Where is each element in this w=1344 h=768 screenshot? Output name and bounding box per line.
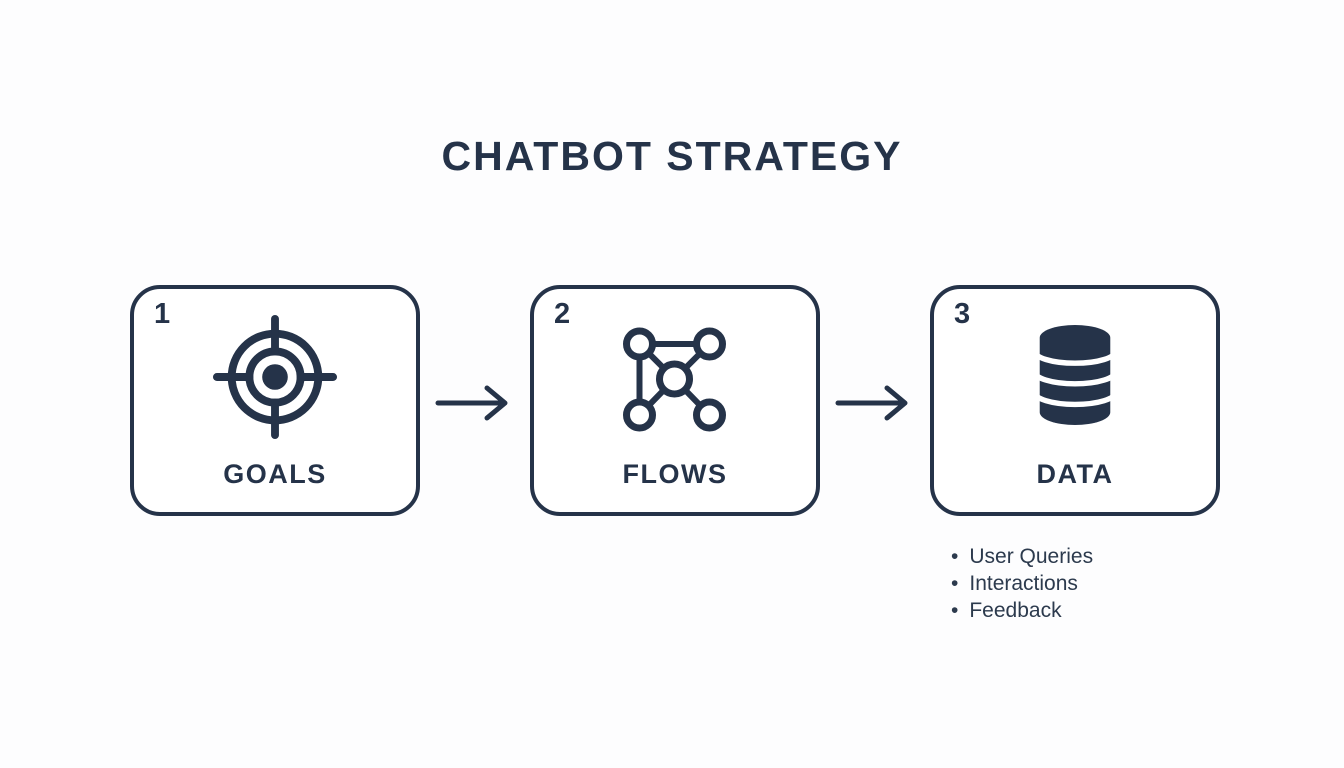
step-card-flows: 2 FLOWS (530, 285, 820, 516)
step-card-goals: 1 GOALS (130, 285, 420, 516)
step-label: FLOWS (622, 459, 728, 489)
arrow-right-icon (835, 381, 915, 430)
bullet-icon: • (951, 599, 959, 622)
bullet-icon: • (951, 545, 959, 568)
bullet-icon: • (951, 572, 959, 595)
step-number: 2 (554, 298, 571, 330)
list-item-label: Feedback (969, 599, 1062, 622)
step-number: 3 (954, 298, 971, 330)
step-label: GOALS (223, 459, 327, 489)
network-icon (613, 322, 738, 442)
target-icon (211, 313, 339, 446)
list-item: • Interactions (951, 570, 1093, 597)
list-item-label: User Queries (969, 545, 1094, 568)
list-item: • Feedback (951, 597, 1093, 624)
list-item-label: Interactions (969, 572, 1078, 595)
database-icon (1026, 319, 1124, 436)
arrow-right-icon (435, 381, 515, 430)
step-card-data: 3 DATA (930, 285, 1220, 516)
list-item: • User Queries (951, 543, 1093, 570)
page-title: CHATBOT STRATEGY (441, 133, 903, 179)
step-number: 1 (154, 298, 171, 330)
data-sources-list: • User Queries • Interactions • Feedback (951, 543, 1093, 624)
step-label: DATA (1036, 459, 1114, 489)
